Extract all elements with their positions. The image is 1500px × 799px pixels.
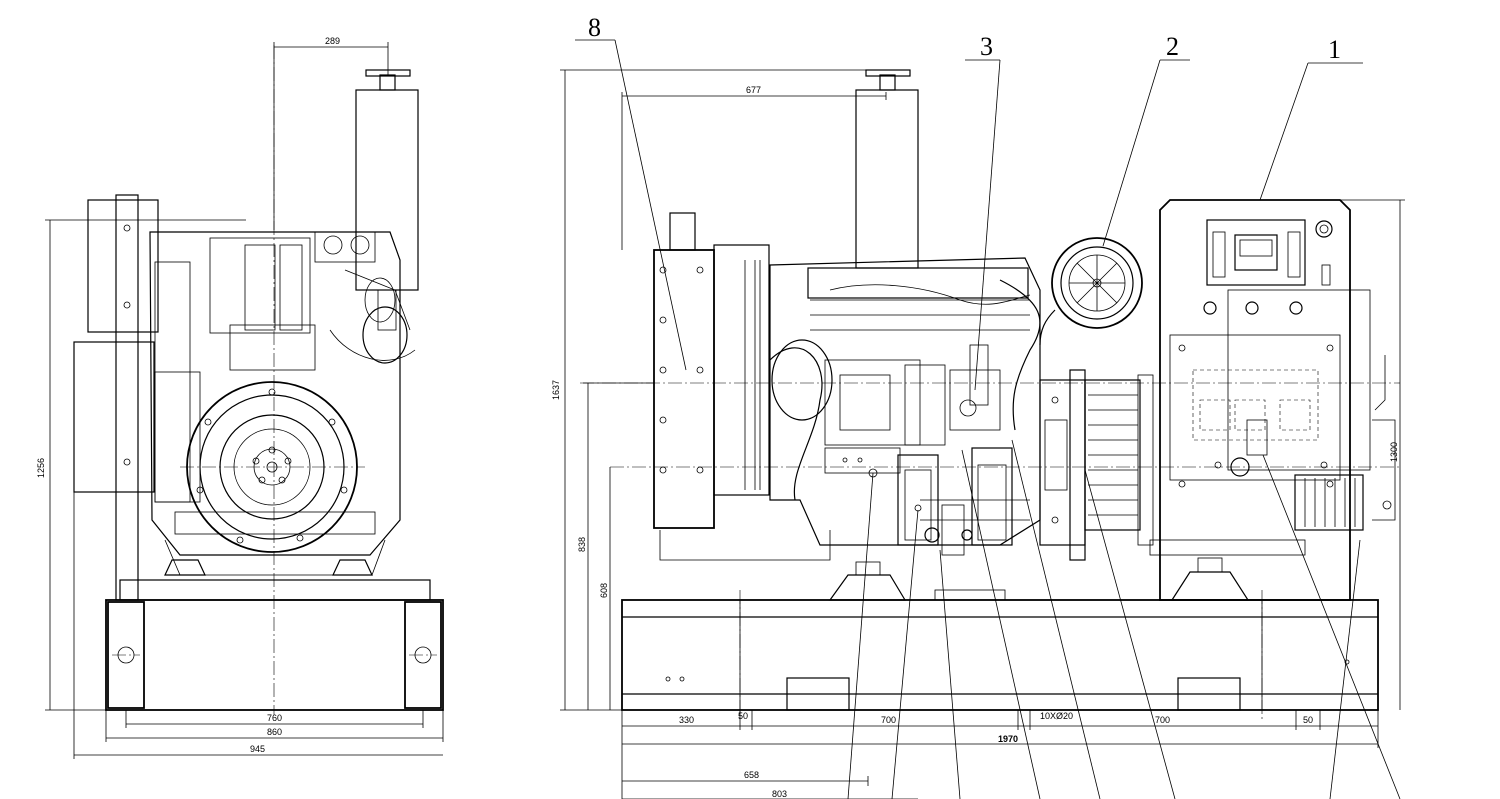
front-engine-block [149,231,401,556]
front-exhaust-muffler [355,89,419,291]
controller-screen [1234,234,1278,271]
dim-803: 803 [772,789,787,799]
radiator [653,249,715,529]
dim-860: 860 [267,727,282,737]
callout-3: 3 [980,32,993,61]
exhaust-muffler [855,89,919,269]
callout-8: 8 [588,13,601,42]
front-control-panel [87,199,159,333]
control-panel [1206,219,1306,286]
dim-50-left: 50 [738,711,748,721]
alternator-fan-grille [1084,379,1141,531]
air-filter [1051,237,1143,329]
oil-filter [897,454,939,546]
dim-330: 330 [679,715,694,725]
dim-945: 945 [250,744,265,754]
dim-838: 838 [577,537,587,552]
alternator-housing [1159,199,1351,601]
callout-1: 1 [1328,35,1341,64]
front-view: 289 1256 760 860 945 [36,36,444,759]
dim-700-right: 700 [1155,715,1170,725]
alternator-vent [1294,474,1364,531]
front-base-left-rail [107,601,145,709]
forklift-slot-left [786,677,850,711]
dim-700-left: 700 [881,715,896,725]
front-base-right-rail [404,601,442,709]
dim-1300: 1300 [1389,442,1399,462]
dim-289: 289 [325,36,340,46]
callout-2: 2 [1166,32,1179,61]
front-base-skid [105,599,444,711]
dim-608: 608 [599,583,609,598]
side-view: 1637 838 608 1300 677 330 50 700 10XØ20 … [551,13,1405,799]
dim-1637: 1637 [551,380,561,400]
dim-50-right: 50 [1303,715,1313,725]
dim-1256: 1256 [36,458,46,478]
dim-1970: 1970 [998,734,1018,744]
dim-658: 658 [744,770,759,780]
dim-760: 760 [267,713,282,723]
forklift-slot-right [1177,677,1241,711]
dim-holes: 10XØ20 [1040,711,1073,721]
dim-677: 677 [746,85,761,95]
